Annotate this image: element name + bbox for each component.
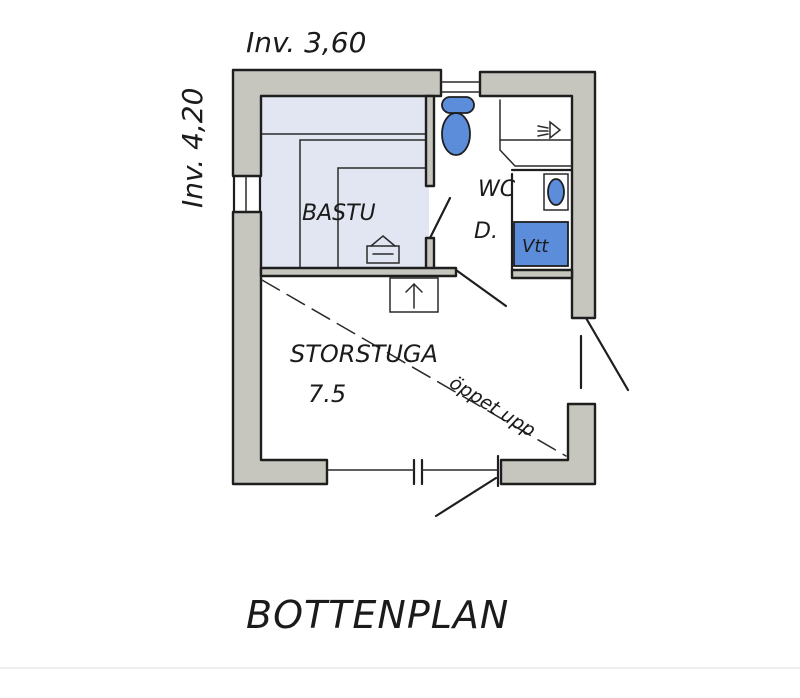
width-dimension-label: Inv. 3,60 (246, 26, 366, 59)
wc-door (454, 268, 508, 308)
room-label-main: STORSTUGA (290, 340, 438, 368)
washbasin-icon (543, 173, 569, 211)
wc-counter (499, 99, 573, 167)
shower-head-icon (537, 120, 562, 140)
interior-walls (259, 94, 574, 280)
washing-machine (513, 221, 569, 267)
open-ceiling-line (261, 279, 567, 457)
room-label-shower: D. (474, 219, 498, 244)
sauna-bench-box (389, 277, 439, 313)
outer-walls (231, 68, 597, 486)
room-label-wc: WC (478, 177, 516, 202)
open-up-annotation: öppet upp (445, 372, 539, 442)
top-window (440, 81, 481, 93)
front-door (412, 454, 500, 518)
sauna-benches (260, 133, 427, 269)
sauna-stove-icon (366, 235, 400, 264)
left-window (232, 174, 262, 214)
sauna-floor (261, 96, 429, 270)
room-label-sauna: BASTU (302, 201, 376, 226)
right-door (579, 316, 630, 392)
height-dimension-label: Inv. 4,20 (176, 88, 209, 208)
sauna-door (428, 196, 452, 240)
room-label-laundry: Vtt (522, 236, 549, 257)
plan-title: BOTTENPLAN (246, 593, 509, 637)
room-area-main: 7.5 (308, 380, 346, 408)
toilet-icon (441, 96, 475, 156)
